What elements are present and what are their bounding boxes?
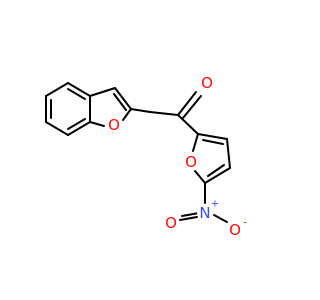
bond <box>89 121 105 127</box>
bond <box>177 114 199 135</box>
bond <box>192 133 199 152</box>
atom-nitro-o-left: O <box>163 214 179 232</box>
nitrogen-label: N <box>199 204 210 222</box>
double-bond-inner <box>67 118 86 130</box>
oxygen-label: O <box>229 221 241 239</box>
bond <box>45 121 69 136</box>
bond <box>114 87 132 110</box>
oxygen-label: O <box>108 116 120 134</box>
bond <box>45 82 69 97</box>
molecule-canvas: O O O N + O O - <box>45 74 247 239</box>
nitro-group <box>179 182 228 223</box>
benzene-ring <box>45 82 91 136</box>
atom-nitro-n: N + <box>197 199 219 222</box>
bond <box>89 87 116 97</box>
bond <box>204 167 231 184</box>
bond <box>122 108 132 121</box>
bond <box>213 214 228 223</box>
atom-carbonyl-o: O <box>199 74 215 92</box>
oxygen-label: O <box>165 214 177 232</box>
bond <box>226 138 231 169</box>
benzofuran-five-ring <box>89 87 132 127</box>
oxygen-label: O <box>185 153 197 171</box>
double-bond-inner <box>207 164 225 177</box>
carbonyl-group <box>130 91 202 119</box>
bond <box>149 111 179 116</box>
atom-benzofuran-o: O <box>106 116 122 134</box>
oxygen-label: O <box>201 74 213 92</box>
atom-nitro-o-right: O - <box>227 218 247 239</box>
bond <box>194 170 206 184</box>
bond <box>67 121 91 136</box>
positive-charge: + <box>211 199 219 210</box>
bond <box>181 212 200 217</box>
double-bond-inner <box>67 88 86 100</box>
carbonyl-double-bond <box>182 95 202 119</box>
bond <box>197 133 228 140</box>
bond <box>130 108 151 113</box>
negative-charge: - <box>243 218 247 229</box>
bond <box>67 82 91 97</box>
structure-diagram: O O O N + O O - <box>45 74 247 239</box>
bond <box>179 216 198 221</box>
nitrofuran-ring <box>177 114 231 184</box>
double-bond-inner <box>202 139 224 145</box>
atom-furan-o: O <box>183 153 199 171</box>
double-bond-inner <box>113 93 127 111</box>
carbonyl-double-bond <box>177 91 197 116</box>
